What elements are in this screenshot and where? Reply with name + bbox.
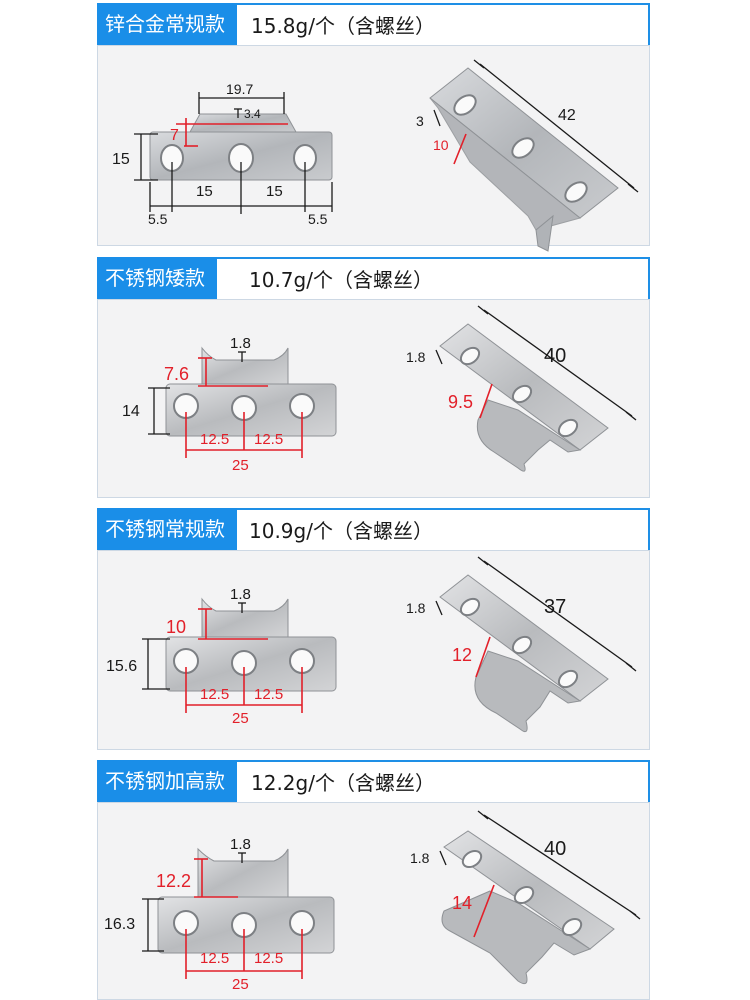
- diagram-panel: 1.8 7.6 14 12.5 12.5 25 1.8 9.5 40: [97, 299, 650, 498]
- product-weight: 10.9g/个（含螺丝）: [249, 519, 433, 543]
- dim-pitch-left: 15: [196, 183, 213, 200]
- side-dim-depth: 10: [433, 137, 449, 153]
- side-dim-length: 40: [544, 838, 566, 860]
- bracket-front-view: [157, 847, 335, 954]
- dim-lip-height: 7: [170, 127, 179, 144]
- dim-pitch-right: 15: [266, 183, 283, 200]
- product-tag: 不锈钢常规款: [97, 508, 237, 550]
- product-tag: 锌合金常规款: [97, 3, 237, 45]
- side-dim-thickness: 3: [416, 113, 424, 129]
- side-dim-thickness: 1.8: [406, 349, 426, 365]
- side-dim-thickness: 1.8: [406, 600, 426, 616]
- dim-thickness: 1.8: [230, 335, 251, 352]
- diagram-panel: 1.8 12.2 16.3 12.5 12.5 25 1.8 14 40: [97, 802, 650, 1000]
- bracket-side-view: [429, 67, 619, 252]
- product-section-zinc-standard: 锌合金常规款 15.8g/个（含螺丝）: [97, 3, 650, 252]
- dim-height: 14: [122, 403, 140, 420]
- side-dim-length: 37: [544, 596, 566, 618]
- product-section-stainless-short: 不锈钢矮款 10.7g/个（含螺丝）: [97, 257, 650, 498]
- dim-pitch-left: 12.5: [200, 686, 229, 703]
- bracket-front-view: [149, 113, 333, 181]
- side-dim-depth: 14: [452, 893, 472, 913]
- dim-pitch-right: 12.5: [254, 431, 283, 448]
- dim-pitch-right: 12.5: [254, 686, 283, 703]
- dim-top-width: 19.7: [226, 81, 253, 97]
- product-section-stainless-standard: 不锈钢常规款 10.9g/个（含螺丝）: [97, 508, 650, 750]
- diagram-panel: 19.7 3.4 7 15 15 15 5.5 5.5 3 1: [97, 45, 650, 252]
- side-dim-depth: 9.5: [448, 392, 473, 412]
- product-weight: 12.2g/个（含螺丝）: [251, 771, 435, 795]
- product-tag: 不锈钢矮款: [97, 257, 217, 299]
- dim-pitch-left: 12.5: [200, 431, 229, 448]
- bracket-front-view: [165, 597, 337, 692]
- dimension-diagram: 1.8 7.6 14 12.5 12.5 25 1.8 9.5 40: [122, 305, 637, 474]
- section-header: 不锈钢矮款 10.7g/个（含螺丝）: [97, 257, 650, 299]
- section-header: 不锈钢加高款 12.2g/个（含螺丝）: [97, 760, 650, 802]
- diagram-panel: 1.8 10 15.6 12.5 12.5 25 1.8 12 37: [97, 550, 650, 750]
- section-header: 不锈钢常规款 10.9g/个（含螺丝）: [97, 508, 650, 550]
- product-weight: 10.7g/个（含螺丝）: [249, 268, 433, 292]
- product-section-stainless-tall: 不锈钢加高款 12.2g/个（含螺丝）: [97, 760, 650, 1000]
- bracket-side-view: [439, 574, 609, 733]
- dimension-diagram: 1.8 12.2 16.3 12.5 12.5 25 1.8 14 40: [104, 810, 641, 993]
- dim-height: 15: [112, 151, 130, 168]
- dim-total: 25: [232, 710, 249, 727]
- side-dim-depth: 12: [452, 645, 472, 665]
- product-weight: 15.8g/个（含螺丝）: [251, 14, 435, 38]
- dim-height: 16.3: [104, 916, 135, 933]
- side-dim-length: 42: [558, 107, 576, 124]
- dim-edge-right: 5.5: [308, 211, 328, 227]
- dim-thickness: 1.8: [230, 836, 251, 853]
- bracket-side-view: [439, 323, 609, 472]
- bracket-side-view: [441, 830, 615, 985]
- side-dim-thickness: 1.8: [410, 850, 430, 866]
- dim-height: 15.6: [106, 658, 137, 675]
- bracket-front-view: [165, 346, 337, 437]
- dim-total: 25: [232, 457, 249, 474]
- dim-total: 25: [232, 976, 249, 993]
- section-header: 锌合金常规款 15.8g/个（含螺丝）: [97, 3, 650, 45]
- dim-pitch-right: 12.5: [254, 950, 283, 967]
- product-tag: 不锈钢加高款: [97, 760, 237, 802]
- dim-thickness: 3.4: [244, 107, 261, 121]
- dim-lip-height: 10: [166, 617, 186, 637]
- dimension-diagram: 19.7 3.4 7 15 15 15 5.5 5.5 3 1: [112, 59, 639, 252]
- dim-edge-left: 5.5: [148, 211, 168, 227]
- dimension-diagram: 1.8 10 15.6 12.5 12.5 25 1.8 12 37: [106, 556, 637, 733]
- dim-pitch-left: 12.5: [200, 950, 229, 967]
- dim-thickness: 1.8: [230, 586, 251, 603]
- dim-lip-height: 12.2: [156, 871, 191, 891]
- side-dim-length: 40: [544, 345, 566, 367]
- dim-lip-height: 7.6: [164, 364, 189, 384]
